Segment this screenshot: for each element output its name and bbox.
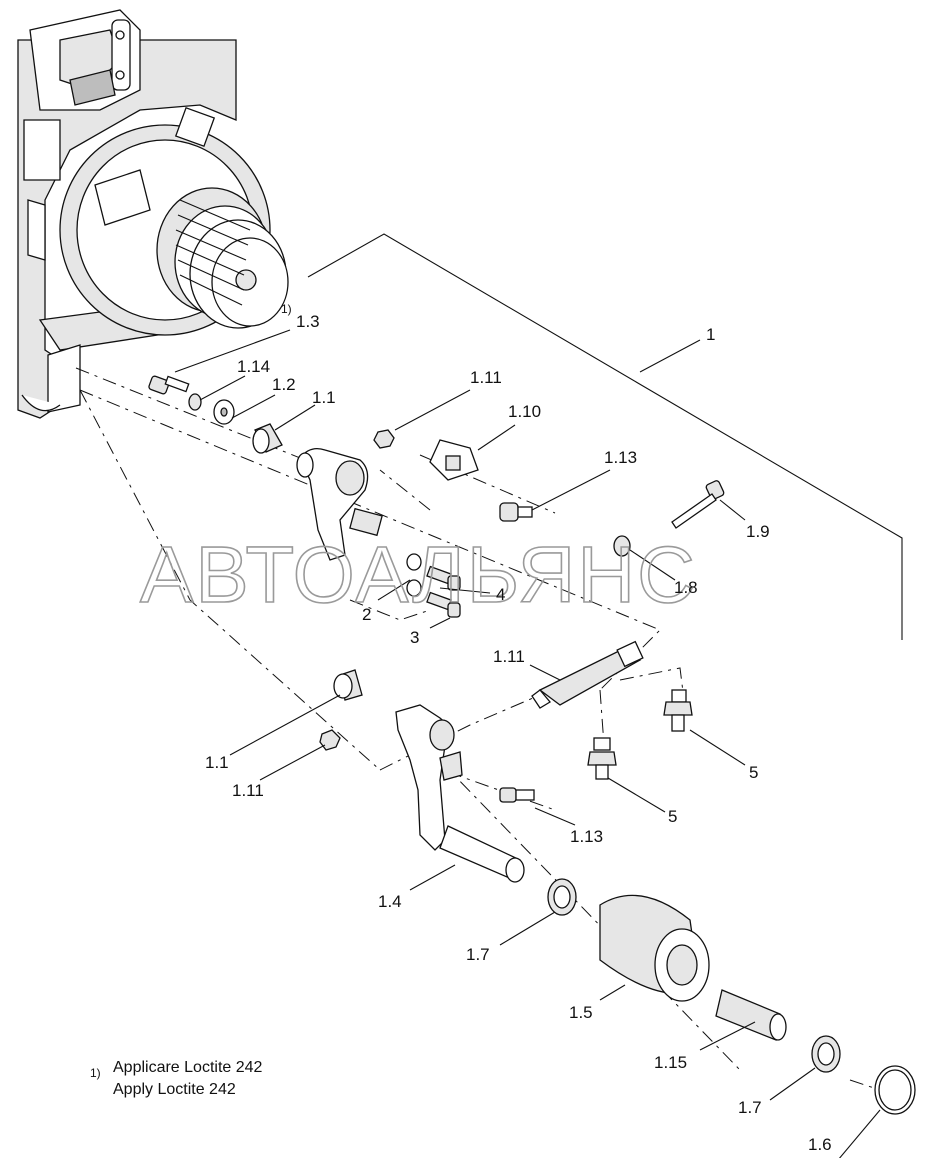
watermark-text: АВТОАЛЬЯНС <box>140 530 697 619</box>
upper-tensioner-parts <box>148 375 725 618</box>
center-lines <box>75 367 881 1091</box>
label-1-8: 1.8 <box>674 578 698 597</box>
footnote-line-english: Apply Loctite 242 <box>113 1081 236 1098</box>
label-5-left: 5 <box>668 807 677 826</box>
label-1-1-upper: 1.1 <box>312 388 336 407</box>
label-1-6: 1.6 <box>808 1135 832 1154</box>
label-1-15: 1.15 <box>654 1053 687 1072</box>
leader-lines <box>174 329 881 1158</box>
label-5-right: 5 <box>749 763 758 782</box>
engine-block-illustration <box>17 9 289 419</box>
footnote-marker: 1) <box>90 1066 101 1080</box>
footnote-ref-marker: 1) <box>281 302 292 316</box>
label-1-4: 1.4 <box>378 892 402 911</box>
footnote-line-italian: Applicare Loctite 242 <box>113 1059 263 1076</box>
label-1-5: 1.5 <box>569 1003 593 1022</box>
label-3: 3 <box>410 628 419 647</box>
label-1-13-lower: 1.13 <box>570 827 603 846</box>
label-1-3: 1.3 <box>296 312 320 331</box>
lower-tensioner-parts <box>319 669 916 1115</box>
label-1-2: 1.2 <box>272 375 296 394</box>
label-1-7-upper: 1.7 <box>466 945 490 964</box>
label-4: 4 <box>496 585 505 604</box>
label-1-7-lower: 1.7 <box>738 1098 762 1117</box>
assembly-outline-line <box>307 233 903 640</box>
label-1-9: 1.9 <box>746 522 770 541</box>
part-labels: 1 1) 1.3 1.14 1.2 1.1 1.11 1.10 1.13 1.9… <box>205 302 832 1154</box>
label-1-11-upper: 1.11 <box>470 368 502 387</box>
label-2: 2 <box>362 605 371 624</box>
hydraulic-cylinder-parts <box>531 640 693 780</box>
label-1-1-lower: 1.1 <box>205 753 229 772</box>
footnote: 1) Applicare Loctite 242 Apply Loctite 2… <box>90 1059 263 1098</box>
label-1-11-lower: 1.11 <box>232 781 264 800</box>
label-1: 1 <box>706 325 715 344</box>
label-1-10: 1.10 <box>508 402 541 421</box>
label-1-11-cylinder: 1.11 <box>493 647 525 666</box>
label-1-14: 1.14 <box>237 357 270 376</box>
label-1-13-upper: 1.13 <box>604 448 637 467</box>
